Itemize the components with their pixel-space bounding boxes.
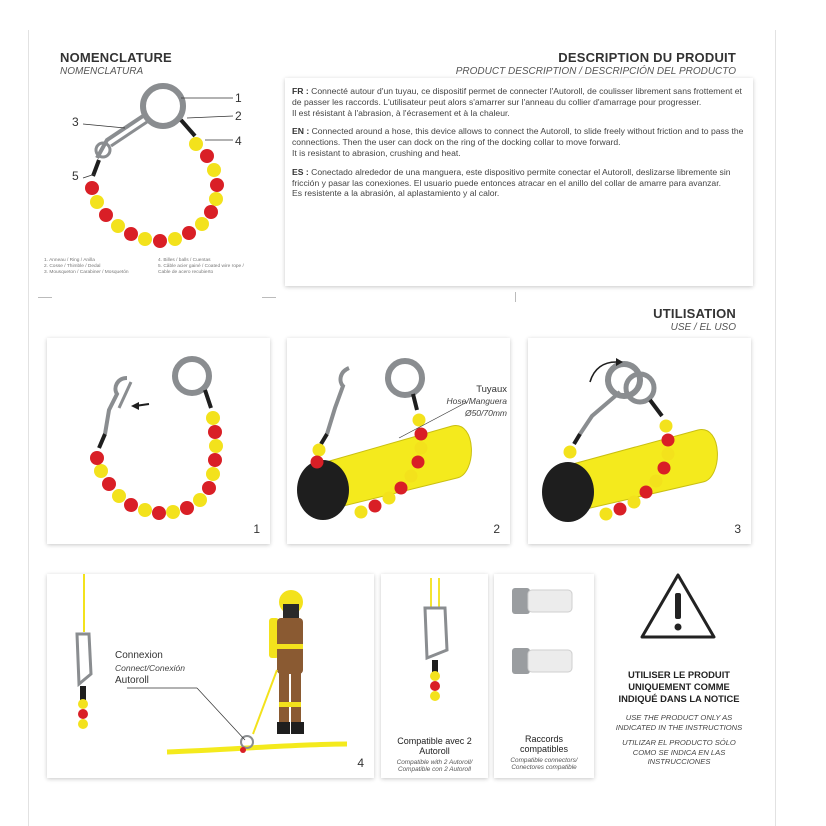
description-title: DESCRIPTION DU PRODUIT <box>558 50 736 65</box>
step-2-card: Tuyaux Hose/Manguera Ø50/70mm 2 <box>287 338 510 544</box>
nomenclature-diagram <box>82 83 234 248</box>
divider-mark <box>515 292 516 302</box>
nomenclature-subtitle: NOMENCLATURA <box>60 66 144 77</box>
beads-group <box>85 137 224 248</box>
step-1-illustration <box>90 356 223 520</box>
step-3-illustration <box>542 358 718 522</box>
callout-5: 5 <box>72 169 79 183</box>
hose-label: Tuyaux <box>476 384 507 395</box>
legend-right: 4. Billes / balls / Cuentas 5. Câble aci… <box>158 258 244 275</box>
connexion-label: Connexion <box>115 650 163 661</box>
utilisation-title: UTILISATION <box>653 306 736 321</box>
step-3-number: 3 <box>734 522 741 536</box>
compat-sub: Compatible with 2 Autoroll/Compatible co… <box>396 759 473 774</box>
step-4-number: 4 <box>357 756 364 770</box>
carabiner-shape <box>95 114 145 159</box>
step-1-number: 1 <box>253 522 260 536</box>
step-4-illustration <box>75 574 348 755</box>
callout-2: 2 <box>235 109 242 123</box>
step-2-illustration <box>297 358 472 520</box>
connexion-sub: Connect/Conexión <box>115 663 185 673</box>
divider-mark <box>262 297 276 298</box>
thimble-shape <box>94 141 112 159</box>
raccords-sub: Compatible connectors/Conectores compati… <box>510 757 578 772</box>
step-3-card: 3 <box>528 338 751 544</box>
callout-1: 1 <box>235 91 242 105</box>
warning-text: UTILISER LE PRODUIT UNIQUEMENT COMME IND… <box>615 669 743 767</box>
callout-3: 3 <box>72 115 79 129</box>
nomenclature-title: NOMENCLATURE <box>60 50 172 65</box>
description-card: FR : Connecté autour d'un tuyau, ce disp… <box>285 78 753 286</box>
legend-left: 1. Anneau / Ring / Anilla 2. Cosse / Thi… <box>44 258 129 275</box>
description-subtitle: PRODUCT DESCRIPTION / DESCRIPCIÓN DEL PR… <box>455 66 736 77</box>
divider-mark <box>38 297 52 298</box>
compat-illustration <box>423 578 449 701</box>
step-1-card: 1 <box>47 338 270 544</box>
air-tank-shape <box>269 618 279 658</box>
hose-sub: Hose/Manguera <box>446 396 507 406</box>
hose-size: Ø50/70mm <box>464 408 507 418</box>
step-4-card: Connexion Connect/Conexión Autoroll 4 <box>47 574 374 778</box>
warning-icon <box>640 573 716 639</box>
raccords-illustration <box>512 588 573 674</box>
callout-4: 4 <box>235 134 242 148</box>
description-es: ES : Conectado alrededor de una manguera… <box>292 166 731 199</box>
step-2-number: 2 <box>493 522 500 536</box>
utilisation-subtitle: USE / EL USO <box>670 322 736 333</box>
description-fr: FR : Connecté autour d'un tuyau, ce disp… <box>292 86 742 118</box>
ring-shape <box>140 83 186 129</box>
autoroll-label: Autoroll <box>115 675 149 686</box>
description-en: EN : Connected around a hose, this devic… <box>292 126 744 158</box>
